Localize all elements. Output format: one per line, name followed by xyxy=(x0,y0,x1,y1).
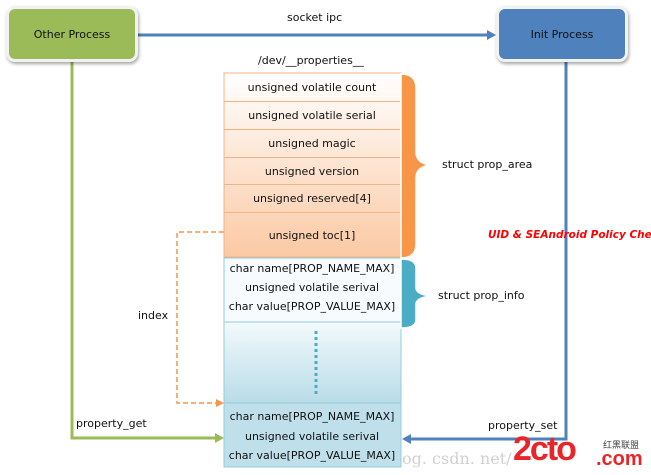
prop-area-field: unsigned volatile count xyxy=(224,74,400,102)
memory-title: /dev/__properties__ xyxy=(258,54,364,67)
last-prop-info-field: char value[PROP_VALUE_MAX] xyxy=(228,449,396,462)
other-process-label: Other Process xyxy=(33,27,111,41)
last-prop-info-field: unsigned volatile serival xyxy=(244,430,380,443)
prop-area-field: unsigned volatile serial xyxy=(224,102,400,130)
socket-ipc-arrowhead xyxy=(487,30,496,40)
watermark-logo: 2cto xyxy=(513,430,577,468)
prop-area-field: unsigned toc[1] xyxy=(268,228,356,242)
policy-check-label: UID & SEAndroid Policy Check xyxy=(488,229,651,241)
property-get-arrow xyxy=(70,62,218,440)
prop-info-label: struct prop_info xyxy=(438,289,525,302)
prop-info-field: unsigned volatile serival xyxy=(244,281,380,294)
watermark-brand-sub: 红黑联盟 xyxy=(603,441,640,451)
prop-info-field: char value[PROP_VALUE_MAX] xyxy=(228,300,396,313)
prop-area-field: unsigned magic xyxy=(224,130,400,158)
index-arrow xyxy=(176,231,224,404)
prop-info-brace xyxy=(400,258,431,329)
prop-info-gap-block xyxy=(223,321,402,404)
property-set-arrow xyxy=(408,62,568,441)
watermark-brand-tld: .com xyxy=(596,448,643,470)
property-set-label: property_set xyxy=(488,419,558,432)
init-process-node: Init Process xyxy=(496,6,628,62)
prop-area-block xyxy=(223,72,402,258)
prop-info-field: char name[PROP_NAME_MAX] xyxy=(229,262,395,275)
last-prop-info-block xyxy=(223,402,402,468)
property-get-arrowhead xyxy=(215,433,224,443)
prop-area-brace xyxy=(400,73,431,259)
prop-area-field: unsigned version xyxy=(224,158,400,185)
index-arrowhead xyxy=(216,399,224,407)
property-set-arrowhead xyxy=(402,434,411,444)
prop-info-block xyxy=(223,257,402,323)
index-label: index xyxy=(138,309,169,322)
property-get-label: property_get xyxy=(76,417,147,430)
watermark-url: og. csdn. net/ xyxy=(402,449,512,468)
prop-area-field: unsigned reserved[4] xyxy=(224,185,400,213)
watermark-brand-main: 2cto xyxy=(513,430,577,468)
last-prop-info-field: char name[PROP_NAME_MAX] xyxy=(229,410,395,423)
init-process-label: Init Process xyxy=(530,27,594,41)
other-process-node: Other Process xyxy=(6,6,138,62)
prop-area-label: struct prop_area xyxy=(442,158,533,171)
socket-ipc-label: socket ipc xyxy=(287,11,343,24)
